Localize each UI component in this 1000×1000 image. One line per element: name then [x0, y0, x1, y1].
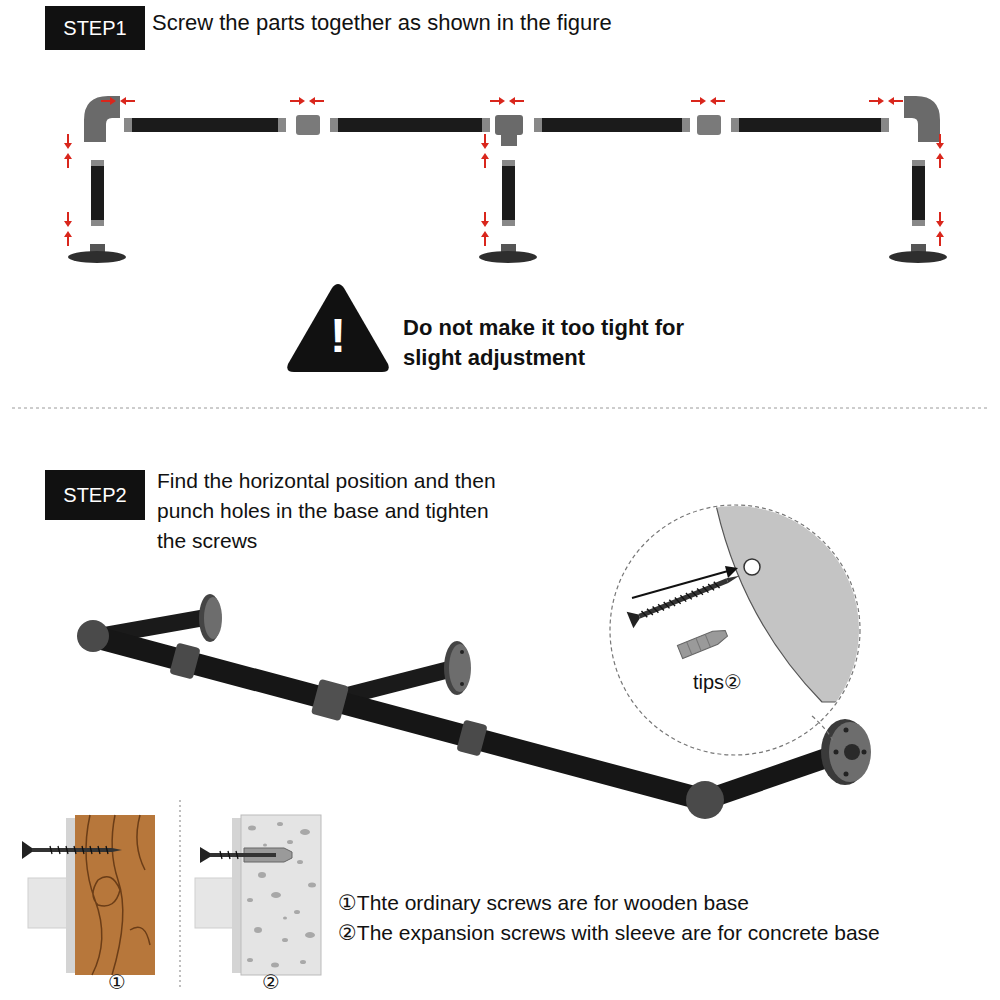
- instruction: Screw the parts together as shown in the…: [152, 10, 612, 36]
- instruction: Find the horizontal position and then pu…: [157, 466, 522, 555]
- elbow: [84, 96, 120, 142]
- pipe: [124, 118, 286, 132]
- note: ②The expansion screws with sleeve are fo…: [338, 920, 880, 945]
- concrete-mount: [195, 815, 321, 975]
- coupling: [296, 115, 320, 135]
- coupling: [697, 115, 721, 135]
- step-badge: STEP1: [45, 6, 145, 50]
- callout-number: ②: [262, 970, 280, 994]
- pipe: [534, 118, 690, 132]
- pipe: [912, 160, 925, 226]
- warning-note: Do not make it too tight for slight adju…: [403, 313, 713, 372]
- pipe: [330, 118, 490, 132]
- wood-mount: [22, 815, 155, 975]
- callout-number: ①: [108, 970, 126, 994]
- pipe: [731, 118, 889, 132]
- note: ①Thte ordinary screws are for wooden bas…: [338, 890, 749, 915]
- tighten-arrows: [64, 97, 944, 246]
- pipe: [502, 160, 515, 226]
- detail-callout: [610, 500, 900, 755]
- step-badge: STEP2: [45, 470, 145, 520]
- exploded-parts: [68, 96, 947, 263]
- step-label: STEP2: [63, 485, 126, 505]
- pipe: [91, 160, 104, 226]
- tip-label: tips②: [693, 670, 742, 694]
- flange: [68, 251, 126, 263]
- flange: [889, 251, 947, 263]
- flange: [479, 251, 537, 263]
- triangle-shape: [287, 284, 389, 372]
- divider: [12, 408, 988, 409]
- warning-mark: !: [330, 312, 346, 360]
- step-label: STEP1: [63, 18, 126, 38]
- elbow: [904, 96, 940, 142]
- separator: [179, 800, 181, 990]
- warning-triangle: !: [285, 282, 391, 374]
